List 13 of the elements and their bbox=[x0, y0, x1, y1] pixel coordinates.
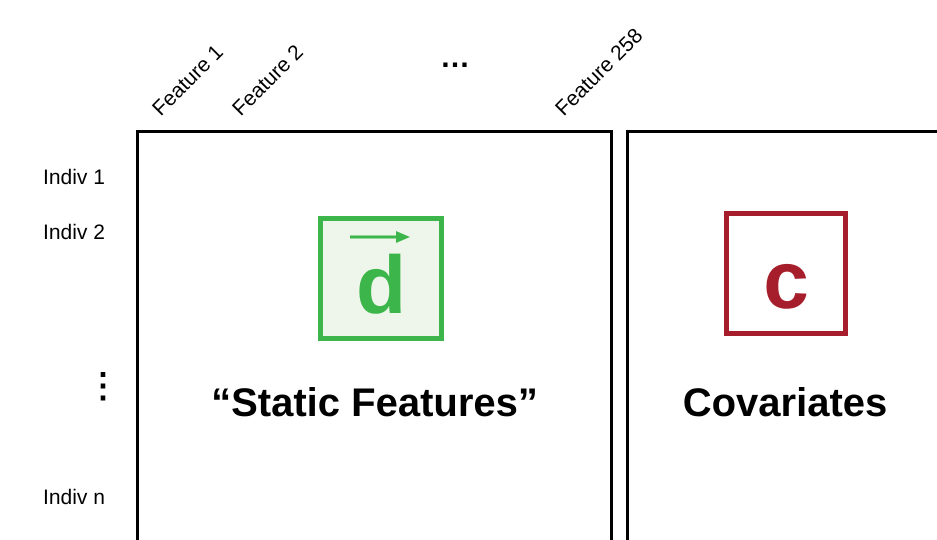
symbol-square bbox=[318, 216, 444, 341]
ellipsis: … bbox=[440, 46, 470, 70]
row-label: Indiv 2 bbox=[43, 221, 105, 245]
row-label: Indiv 1 bbox=[43, 166, 105, 190]
ellipsis: ⋮ bbox=[86, 374, 120, 398]
symbol-letter: d bbox=[356, 240, 406, 330]
panel-title: Covariates bbox=[682, 381, 888, 426]
panel-title: “Static Features” bbox=[210, 381, 539, 426]
symbol-square bbox=[724, 211, 848, 336]
data-panel bbox=[626, 130, 937, 540]
row-label: Indiv n bbox=[43, 486, 105, 510]
symbol-letter: c bbox=[763, 234, 809, 326]
data-panel bbox=[136, 130, 613, 540]
